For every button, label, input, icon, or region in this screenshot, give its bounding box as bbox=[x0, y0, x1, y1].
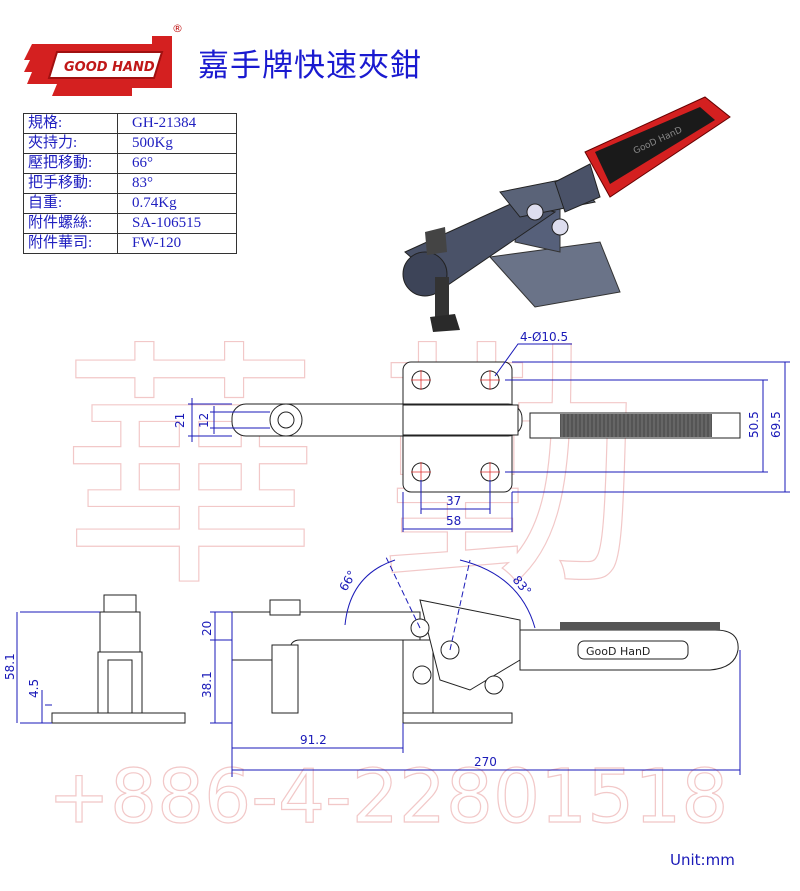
svg-text:38.1: 38.1 bbox=[200, 671, 214, 698]
front-view bbox=[51, 594, 186, 724]
top-view: 69.5 50.5 37 58 4-Ø10.5 21 12 bbox=[173, 330, 790, 532]
watermark-chars: 華勤 bbox=[60, 320, 700, 622]
spec-value: GH-21384 bbox=[117, 113, 237, 134]
side-view: GooD HanD 91.2 270 58.1 4.5 20 38.1 66° … bbox=[3, 554, 741, 777]
spec-row: 附件華司:FW-120 bbox=[23, 233, 237, 254]
svg-text:GOOD HAND: GOOD HAND bbox=[64, 60, 155, 75]
svg-text:37: 37 bbox=[446, 494, 461, 508]
spec-value: SA-106515 bbox=[117, 213, 237, 234]
page-title: 嘉手牌快速夾鉗 bbox=[198, 48, 422, 84]
spec-label: 附件螺絲: bbox=[23, 213, 118, 234]
svg-text:GooD HanD: GooD HanD bbox=[586, 645, 650, 658]
svg-text:21: 21 bbox=[173, 413, 187, 428]
good-hand-logo: GOOD HAND ® bbox=[24, 22, 183, 96]
svg-text:69.5: 69.5 bbox=[769, 411, 783, 438]
spec-row: 規格:GH-21384 bbox=[23, 113, 237, 134]
svg-text:12: 12 bbox=[197, 413, 211, 428]
svg-text:®: ® bbox=[172, 22, 183, 35]
unit-label: Unit:mm bbox=[670, 851, 735, 869]
spec-value: FW-120 bbox=[117, 233, 237, 254]
spec-row: 附件螺絲:SA-106515 bbox=[23, 213, 237, 234]
spec-label: 附件華司: bbox=[23, 233, 118, 254]
watermark-phone: +886-4-22801518 bbox=[48, 754, 728, 840]
spec-row: 自重:0.74Kg bbox=[23, 193, 237, 214]
spec-label: 壓把移動: bbox=[23, 153, 118, 174]
svg-text:50.5: 50.5 bbox=[747, 411, 761, 438]
svg-text:20: 20 bbox=[200, 621, 214, 636]
svg-text:270: 270 bbox=[474, 755, 497, 769]
spec-value: 0.74Kg bbox=[117, 193, 237, 214]
product-render: GooD HanD bbox=[402, 96, 731, 332]
spec-label: 夾持力: bbox=[23, 133, 118, 154]
svg-text:4-Ø10.5: 4-Ø10.5 bbox=[520, 330, 568, 344]
spec-label: 把手移動: bbox=[23, 173, 118, 194]
svg-text:58: 58 bbox=[446, 514, 461, 528]
spec-value: 83° bbox=[117, 173, 237, 194]
svg-text:58.1: 58.1 bbox=[3, 653, 17, 680]
spec-row: 壓把移動:66° bbox=[23, 153, 237, 174]
svg-text:4.5: 4.5 bbox=[27, 679, 41, 698]
svg-text:91.2: 91.2 bbox=[300, 733, 327, 747]
svg-text:83°: 83° bbox=[510, 573, 534, 598]
mount-holes bbox=[411, 370, 500, 482]
spec-row: 把手移動:83° bbox=[23, 173, 237, 194]
